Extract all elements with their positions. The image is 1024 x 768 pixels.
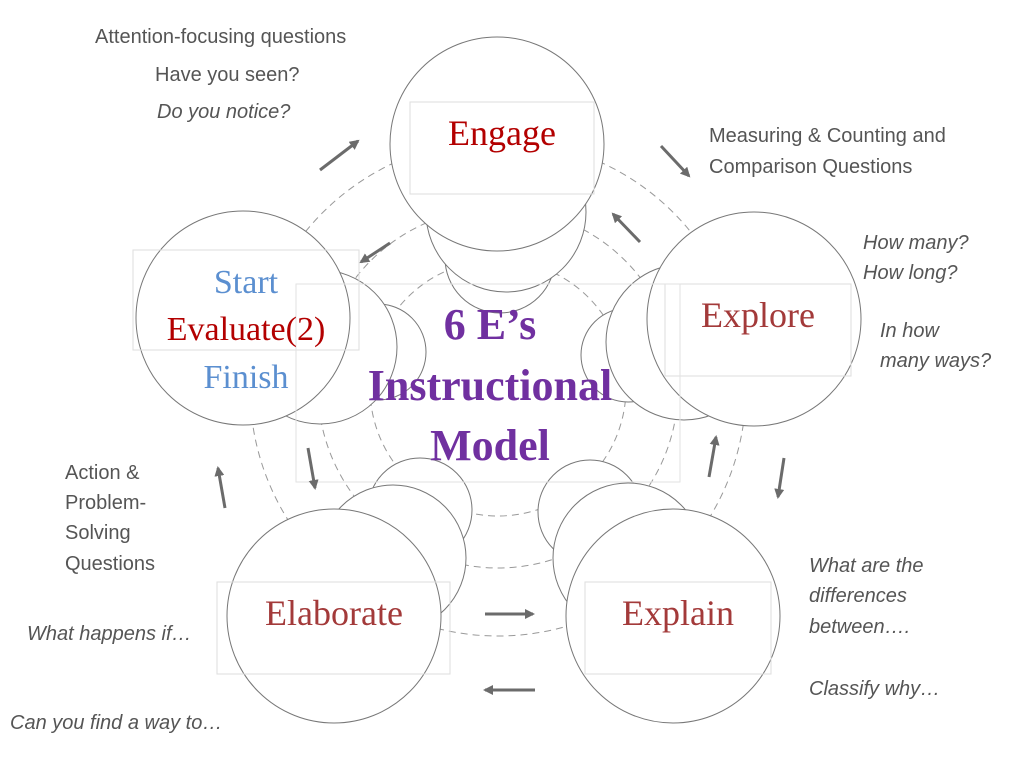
explain-label: Explain <box>622 593 734 633</box>
engage-node <box>389 36 605 314</box>
explain-question-2: Classify why… <box>809 678 941 700</box>
elaborate-questions-heading-line-3: Solving <box>65 522 131 544</box>
engage-label: Engage <box>448 113 556 153</box>
center-title: 6 E’s Instructional Model <box>368 300 612 470</box>
evaluate-start-label: Start <box>214 264 279 301</box>
explore-questions-heading-line-1: Measuring & Counting and <box>709 125 946 147</box>
elaborate-question-2: Can you find a way to… <box>10 712 223 734</box>
elaborate-questions-heading-line-4: Questions <box>65 553 156 575</box>
explain-question-1-line-3: between…. <box>809 616 911 638</box>
explain-label-box <box>584 581 772 675</box>
explore-circle-front <box>646 211 862 427</box>
engage-question-2: Do you notice? <box>157 101 291 123</box>
explore-node <box>580 211 862 427</box>
arrow-elaborate-up <box>214 466 227 509</box>
arrow-engage-to-evaluate <box>359 241 391 264</box>
center-label-box <box>295 283 681 483</box>
evaluate-finish-label: Finish <box>203 359 288 396</box>
explain-node <box>537 459 781 724</box>
explore-label: Explore <box>701 295 815 335</box>
elaborate-questions-heading-line-1: Action & <box>65 462 140 484</box>
center-title-line-1: 6 E’s <box>444 300 537 349</box>
explain-question-1-line-2: differences <box>809 585 907 607</box>
arrow-explore-to-engage <box>611 212 642 244</box>
explain-circle-front <box>565 508 781 724</box>
explore-question-2: How long? <box>863 262 958 284</box>
explore-label-box <box>664 283 852 377</box>
engage-questions-heading: Attention-focusing questions <box>95 26 347 48</box>
elaborate-questions-heading-line-2: Problem- <box>65 492 147 514</box>
arrow-explore-out <box>774 457 786 499</box>
explore-question-1: How many? <box>863 232 969 254</box>
engage-question-1: Have you seen? <box>155 64 300 86</box>
elaborate-label: Elaborate <box>265 593 403 633</box>
arrow-engage-in <box>319 139 360 172</box>
evaluate-label: Evaluate(2) <box>167 311 326 348</box>
explore-question-3-line-1: In how <box>880 320 939 342</box>
engage-circle-front <box>389 36 605 252</box>
arrow-evaluate-to-elaborate <box>306 447 319 490</box>
elaborate-node <box>216 457 473 724</box>
arrow-engage-out <box>659 144 691 178</box>
explain-question-1-line-1: What are the <box>809 555 924 577</box>
elaborate-question-1: What happens if… <box>27 623 192 645</box>
center-title-line-2: Instructional <box>368 361 612 410</box>
arrows <box>214 139 786 695</box>
explore-question-3-line-2: many ways? <box>880 350 992 372</box>
evaluate-label-box <box>132 249 360 351</box>
engage-label-box <box>409 101 595 195</box>
elaborate-circle-front <box>226 508 442 724</box>
arrow-explain-to-explore <box>707 435 720 478</box>
elaborate-label-box <box>216 581 451 675</box>
node-labels: Engage Explore Explain Elaborate Start E… <box>167 113 815 633</box>
explore-questions-heading-line-2: Comparison Questions <box>709 156 913 178</box>
center-title-line-3: Model <box>430 421 550 470</box>
